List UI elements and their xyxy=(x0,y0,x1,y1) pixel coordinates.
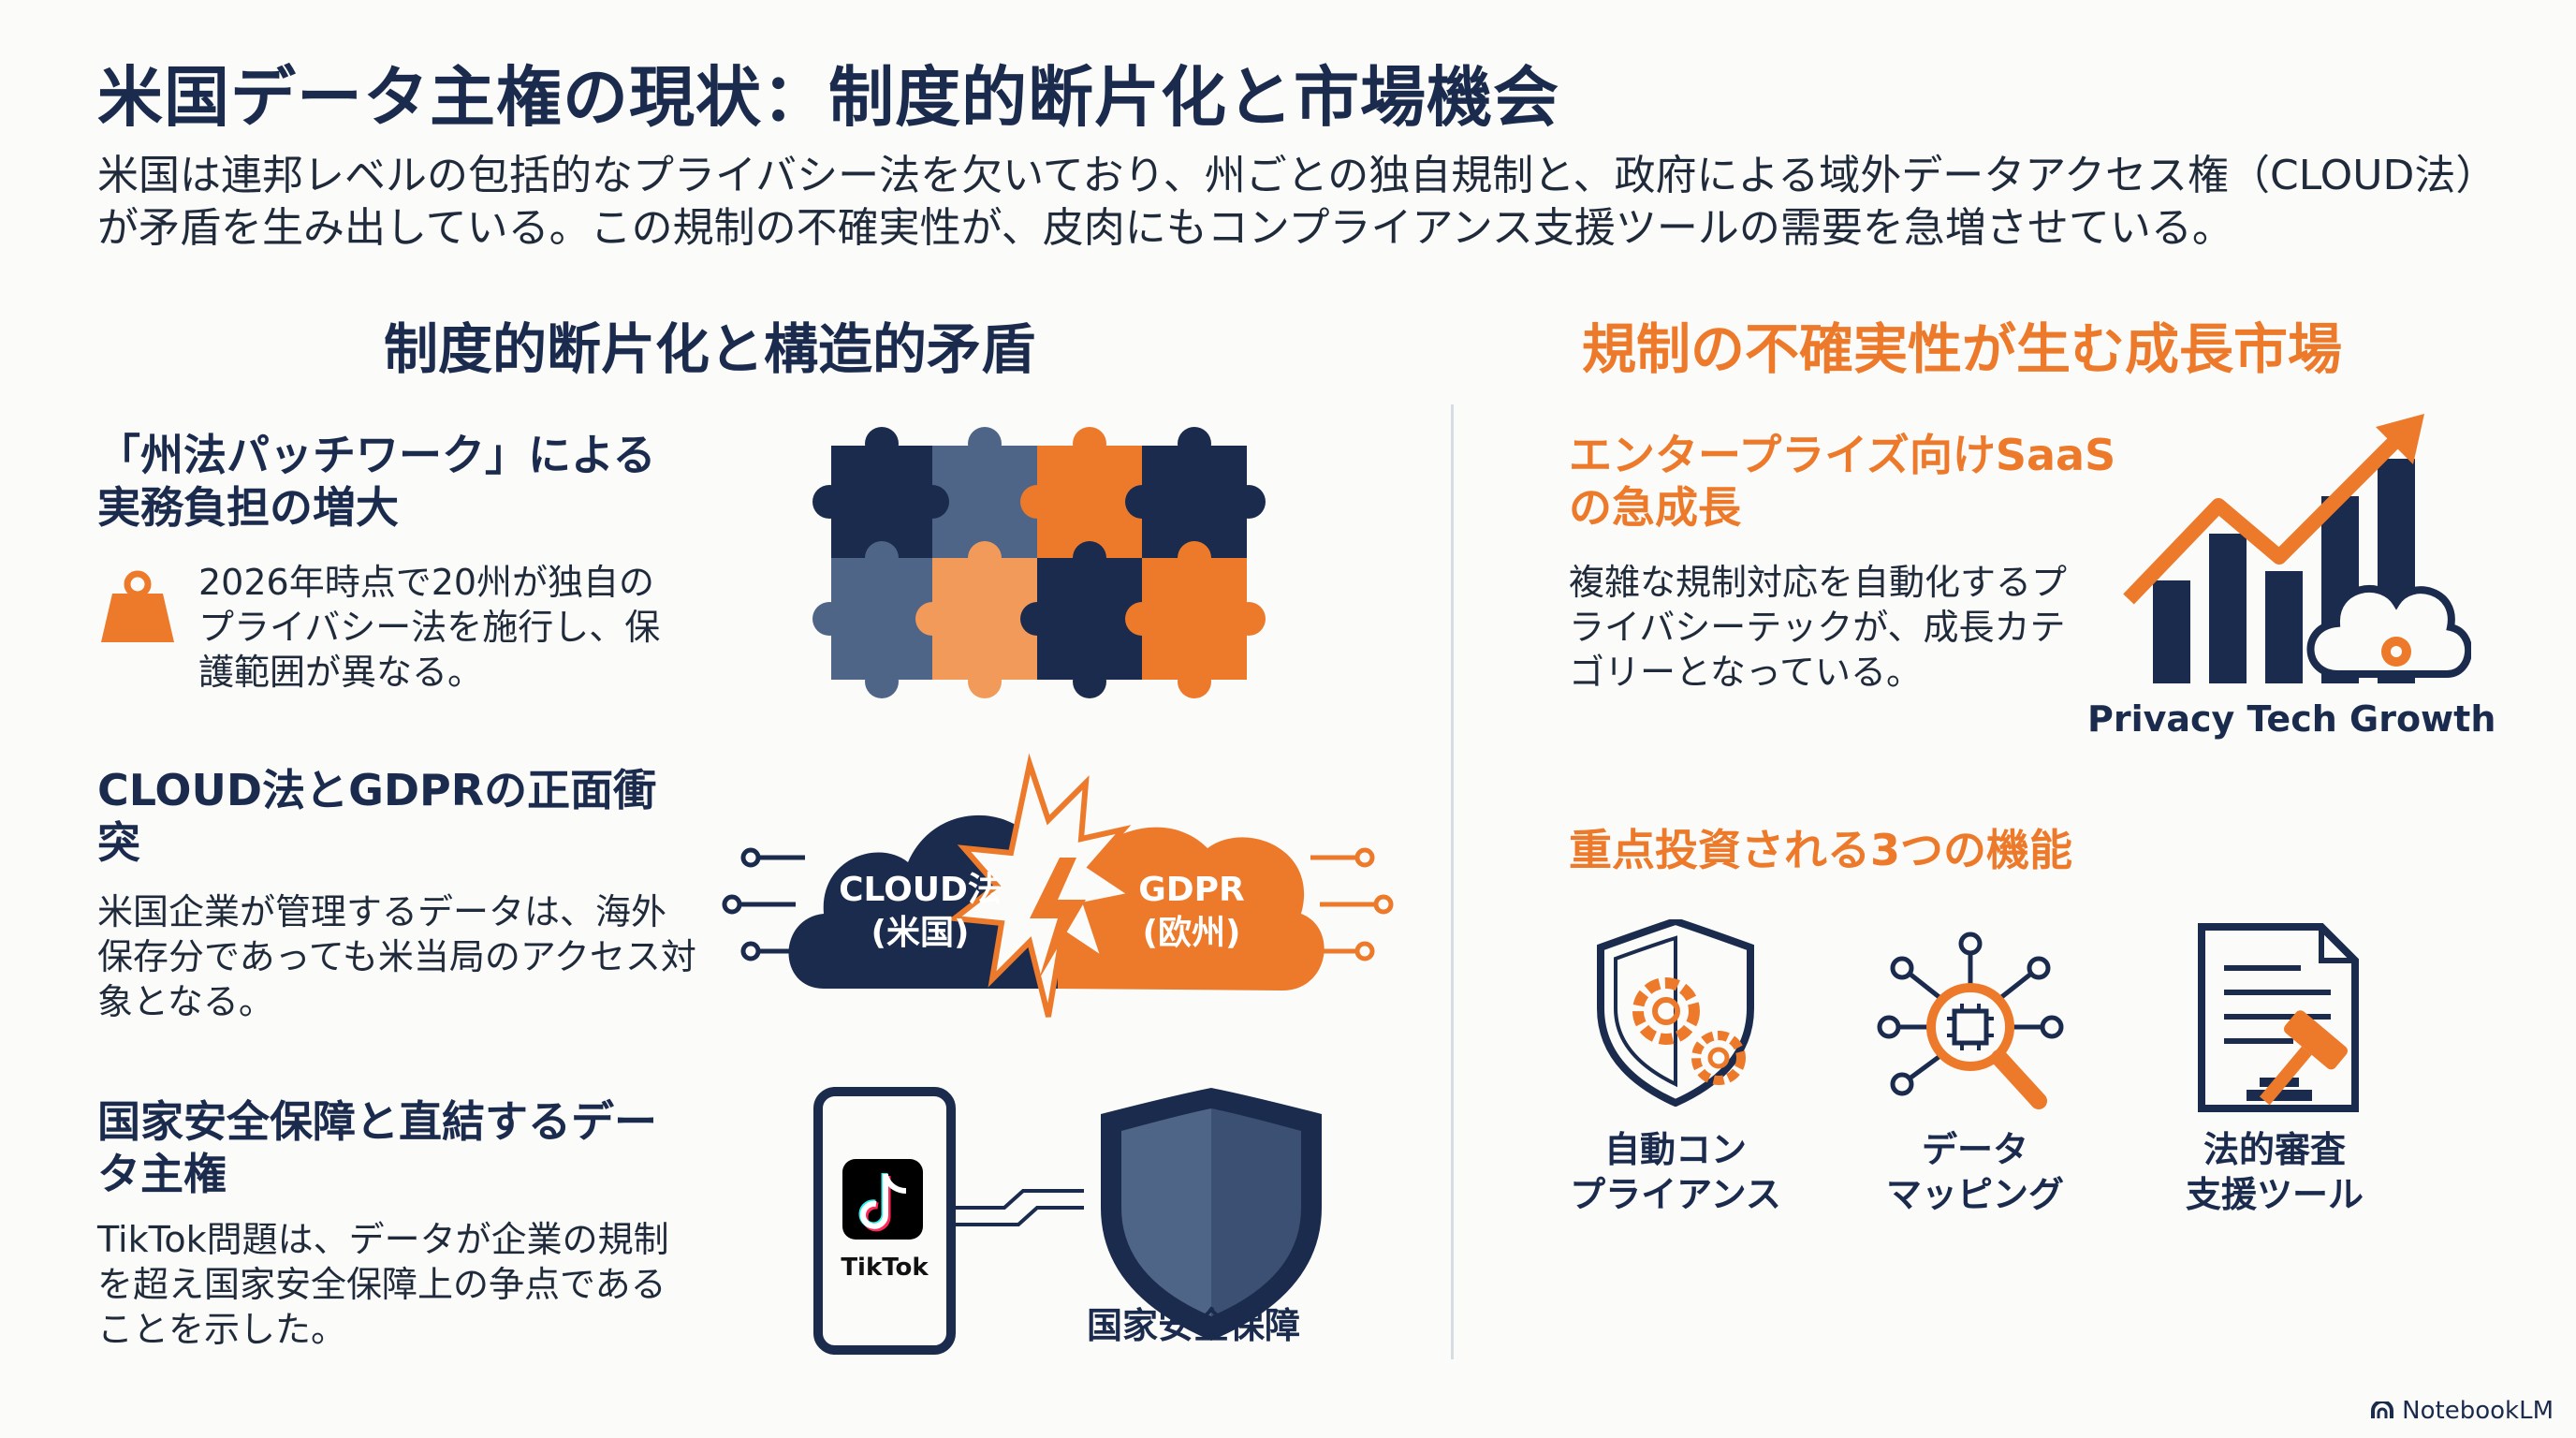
page-title: 米国データ主権の現状：制度的断片化と市場機会 xyxy=(97,59,1559,136)
brand-label: NotebookLM xyxy=(2402,1397,2554,1425)
cloud-law-label-line1: CLOUD法 xyxy=(839,871,1002,909)
data-mapping-icon xyxy=(1872,929,2078,1120)
right-section-title: 規制の不確実性が生む成長市場 xyxy=(1582,317,2343,381)
saas-heading: エンタープライズ向けSaaSの急成長 xyxy=(1569,430,2116,533)
block-body-cloud-gdpr: 米国企業が管理するデータは、海外保存分であっても米当局のアクセス対象となる。 xyxy=(97,891,696,1022)
puzzle-illustration xyxy=(812,427,1281,721)
feature-label-legal-review: 法的審査支援ツール xyxy=(2185,1129,2364,1215)
weight-icon xyxy=(97,567,178,652)
block-body-national-security: TikTok問題は、データが企業の規制を超え国家安全保障上の争点であることを示し… xyxy=(97,1219,669,1350)
block-body-state-law: 2026年時点で20州が独自のプライバシー法を施行し、保護範囲が異なる。 xyxy=(198,562,661,693)
phone-shield-illustration: TikTok xyxy=(812,1086,1337,1361)
left-section-title: 制度的断片化と構造的矛盾 xyxy=(384,317,1036,381)
intro-text: 米国は連邦レベルの包括的なプライバシー法を欠いており、州ごとの独自規制と、政府に… xyxy=(97,152,2477,252)
block-heading-cloud-gdpr: CLOUD法とGDPRの正面衝突 xyxy=(97,765,657,868)
tiktok-label: TikTok xyxy=(841,1254,929,1282)
legal-document-gavel-icon xyxy=(2190,921,2378,1122)
cloud-law-label-line2: (米国) xyxy=(871,914,970,952)
shield-gears-icon xyxy=(1582,917,1769,1110)
cloud-clash-illustration: CLOUD法 (米国) GDPR (欧州) xyxy=(721,745,1395,1058)
gdpr-label-line2: (欧州) xyxy=(1143,914,1241,952)
growth-chart-icon xyxy=(2115,403,2473,697)
feature-label-data-mapping: データマッピング xyxy=(1885,1129,2064,1215)
block-heading-state-law: 「州法パッチワーク」による実務負担の増大 xyxy=(97,430,656,533)
notebooklm-logo-icon xyxy=(2371,1401,2394,1418)
features-heading: 重点投資される3つの機能 xyxy=(1569,825,2073,875)
notebooklm-brand: NotebookLM xyxy=(2370,1397,2554,1425)
growth-label: Privacy Tech Growth xyxy=(2087,698,2496,740)
column-divider xyxy=(1451,404,1454,1359)
saas-body: 複雑な規制対応を自動化するプライバシーテックが、成長カテゴリーとなっている。 xyxy=(1569,562,2068,693)
shield-caption: 国家安全保障 xyxy=(1086,1305,1300,1346)
gdpr-label-line1: GDPR xyxy=(1138,871,1245,909)
feature-label-auto-compliance: 自動コンプライアンス xyxy=(1570,1129,1781,1215)
block-heading-national-security: 国家安全保障と直結するデータ主権 xyxy=(97,1096,657,1199)
